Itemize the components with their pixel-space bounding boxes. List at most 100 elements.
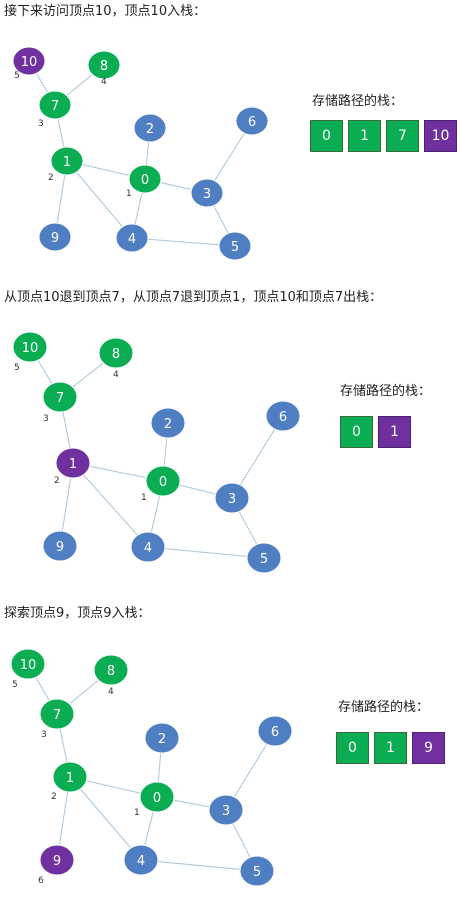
visit-order-label: 2 xyxy=(48,173,54,183)
node-8: 8 xyxy=(87,50,121,80)
node-label-1: 1 xyxy=(69,457,77,472)
node-circle-0 xyxy=(128,164,162,194)
node-label-8: 8 xyxy=(112,347,120,362)
node-label-7: 7 xyxy=(56,391,64,406)
stack-cell: 1 xyxy=(374,732,407,764)
node-label-10: 10 xyxy=(22,341,39,356)
node-label-10: 10 xyxy=(21,55,38,70)
node-7: 7 xyxy=(39,698,75,730)
stack-label-1: 存储路径的栈： xyxy=(312,94,404,109)
node-circle-9 xyxy=(38,222,72,252)
node-label-2: 2 xyxy=(146,122,154,137)
visit-order-label: 2 xyxy=(54,476,60,486)
visit-order-label: 2 xyxy=(51,792,57,802)
node-label-5: 5 xyxy=(260,552,268,567)
node-circle-2 xyxy=(144,722,180,754)
node-label-2: 2 xyxy=(164,417,172,432)
node-circle-5 xyxy=(246,542,282,574)
node-label-1: 1 xyxy=(63,155,71,170)
node-9: 9 xyxy=(39,844,75,876)
node-label-0: 0 xyxy=(141,173,149,188)
node-10: 10 xyxy=(10,648,46,680)
stack-label-2: 存储路径的栈： xyxy=(340,384,432,399)
node-label-4: 4 xyxy=(137,854,145,869)
visit-order-label: 6 xyxy=(38,876,44,886)
edge-4-5 xyxy=(140,859,258,872)
node-5: 5 xyxy=(246,542,282,574)
node-circle-7 xyxy=(42,381,78,413)
node-label-6: 6 xyxy=(271,725,279,740)
visit-order-label: 3 xyxy=(43,414,49,424)
node-6: 6 xyxy=(265,400,301,432)
node-6: 6 xyxy=(257,715,293,747)
node-label-6: 6 xyxy=(279,410,287,425)
node-circle-10 xyxy=(10,648,46,680)
visit-order-label: 4 xyxy=(113,370,119,380)
visit-order-label: 5 xyxy=(14,363,20,373)
node-label-1: 1 xyxy=(66,771,74,786)
node-circle-2 xyxy=(150,407,186,439)
edge-1-4 xyxy=(66,160,133,239)
node-label-0: 0 xyxy=(153,791,161,806)
node-label-3: 3 xyxy=(222,804,230,819)
visit-order-label: 5 xyxy=(14,71,20,81)
node-3: 3 xyxy=(190,178,224,208)
visit-order-label: 5 xyxy=(12,680,18,690)
node-circle-2 xyxy=(133,113,167,143)
stack-cell: 9 xyxy=(412,732,445,764)
node-1: 1 xyxy=(50,146,84,176)
node-5: 5 xyxy=(218,231,252,261)
node-1: 1 xyxy=(55,447,91,479)
node-7: 7 xyxy=(38,90,72,120)
node-2: 2 xyxy=(144,722,180,754)
visit-order-label: 3 xyxy=(38,119,44,129)
node-6: 6 xyxy=(235,106,269,136)
stack-cell: 0 xyxy=(336,732,369,764)
node-8: 8 xyxy=(98,337,134,369)
node-circle-8 xyxy=(93,654,129,686)
node-label-8: 8 xyxy=(100,59,108,74)
node-circle-0 xyxy=(145,465,181,497)
node-label-3: 3 xyxy=(228,492,236,507)
node-7: 7 xyxy=(42,381,78,413)
node-label-7: 7 xyxy=(53,708,61,723)
node-2: 2 xyxy=(133,113,167,143)
node-label-4: 4 xyxy=(144,541,152,556)
visit-order-label: 1 xyxy=(141,493,147,503)
node-circle-8 xyxy=(98,337,134,369)
node-circle-7 xyxy=(38,90,72,120)
visit-order-label: 4 xyxy=(108,687,114,697)
node-4: 4 xyxy=(130,531,166,563)
node-2: 2 xyxy=(150,407,186,439)
node-4: 4 xyxy=(123,844,159,876)
node-circle-6 xyxy=(257,715,293,747)
node-label-0: 0 xyxy=(159,475,167,490)
visit-order-label: 1 xyxy=(134,808,140,818)
node-9: 9 xyxy=(38,222,72,252)
node-circle-7 xyxy=(39,698,75,730)
node-circle-4 xyxy=(115,223,149,253)
node-circle-1 xyxy=(55,447,91,479)
node-label-5: 5 xyxy=(253,865,261,880)
visit-order-label: 4 xyxy=(101,77,107,87)
node-0: 0 xyxy=(145,465,181,497)
edge-4-5 xyxy=(131,237,236,247)
node-circle-9 xyxy=(42,530,78,562)
edge-3-6 xyxy=(231,415,284,499)
node-circle-9 xyxy=(39,844,75,876)
node-9: 9 xyxy=(42,530,78,562)
panel-1-caption: 接下来访问顶点10，顶点10入栈： xyxy=(4,4,207,19)
node-circle-1 xyxy=(50,146,84,176)
stack-cell: 10 xyxy=(424,120,457,152)
node-label-3: 3 xyxy=(203,187,211,202)
node-circle-0 xyxy=(139,781,175,813)
node-10: 10 xyxy=(12,46,46,76)
node-circle-3 xyxy=(208,794,244,826)
